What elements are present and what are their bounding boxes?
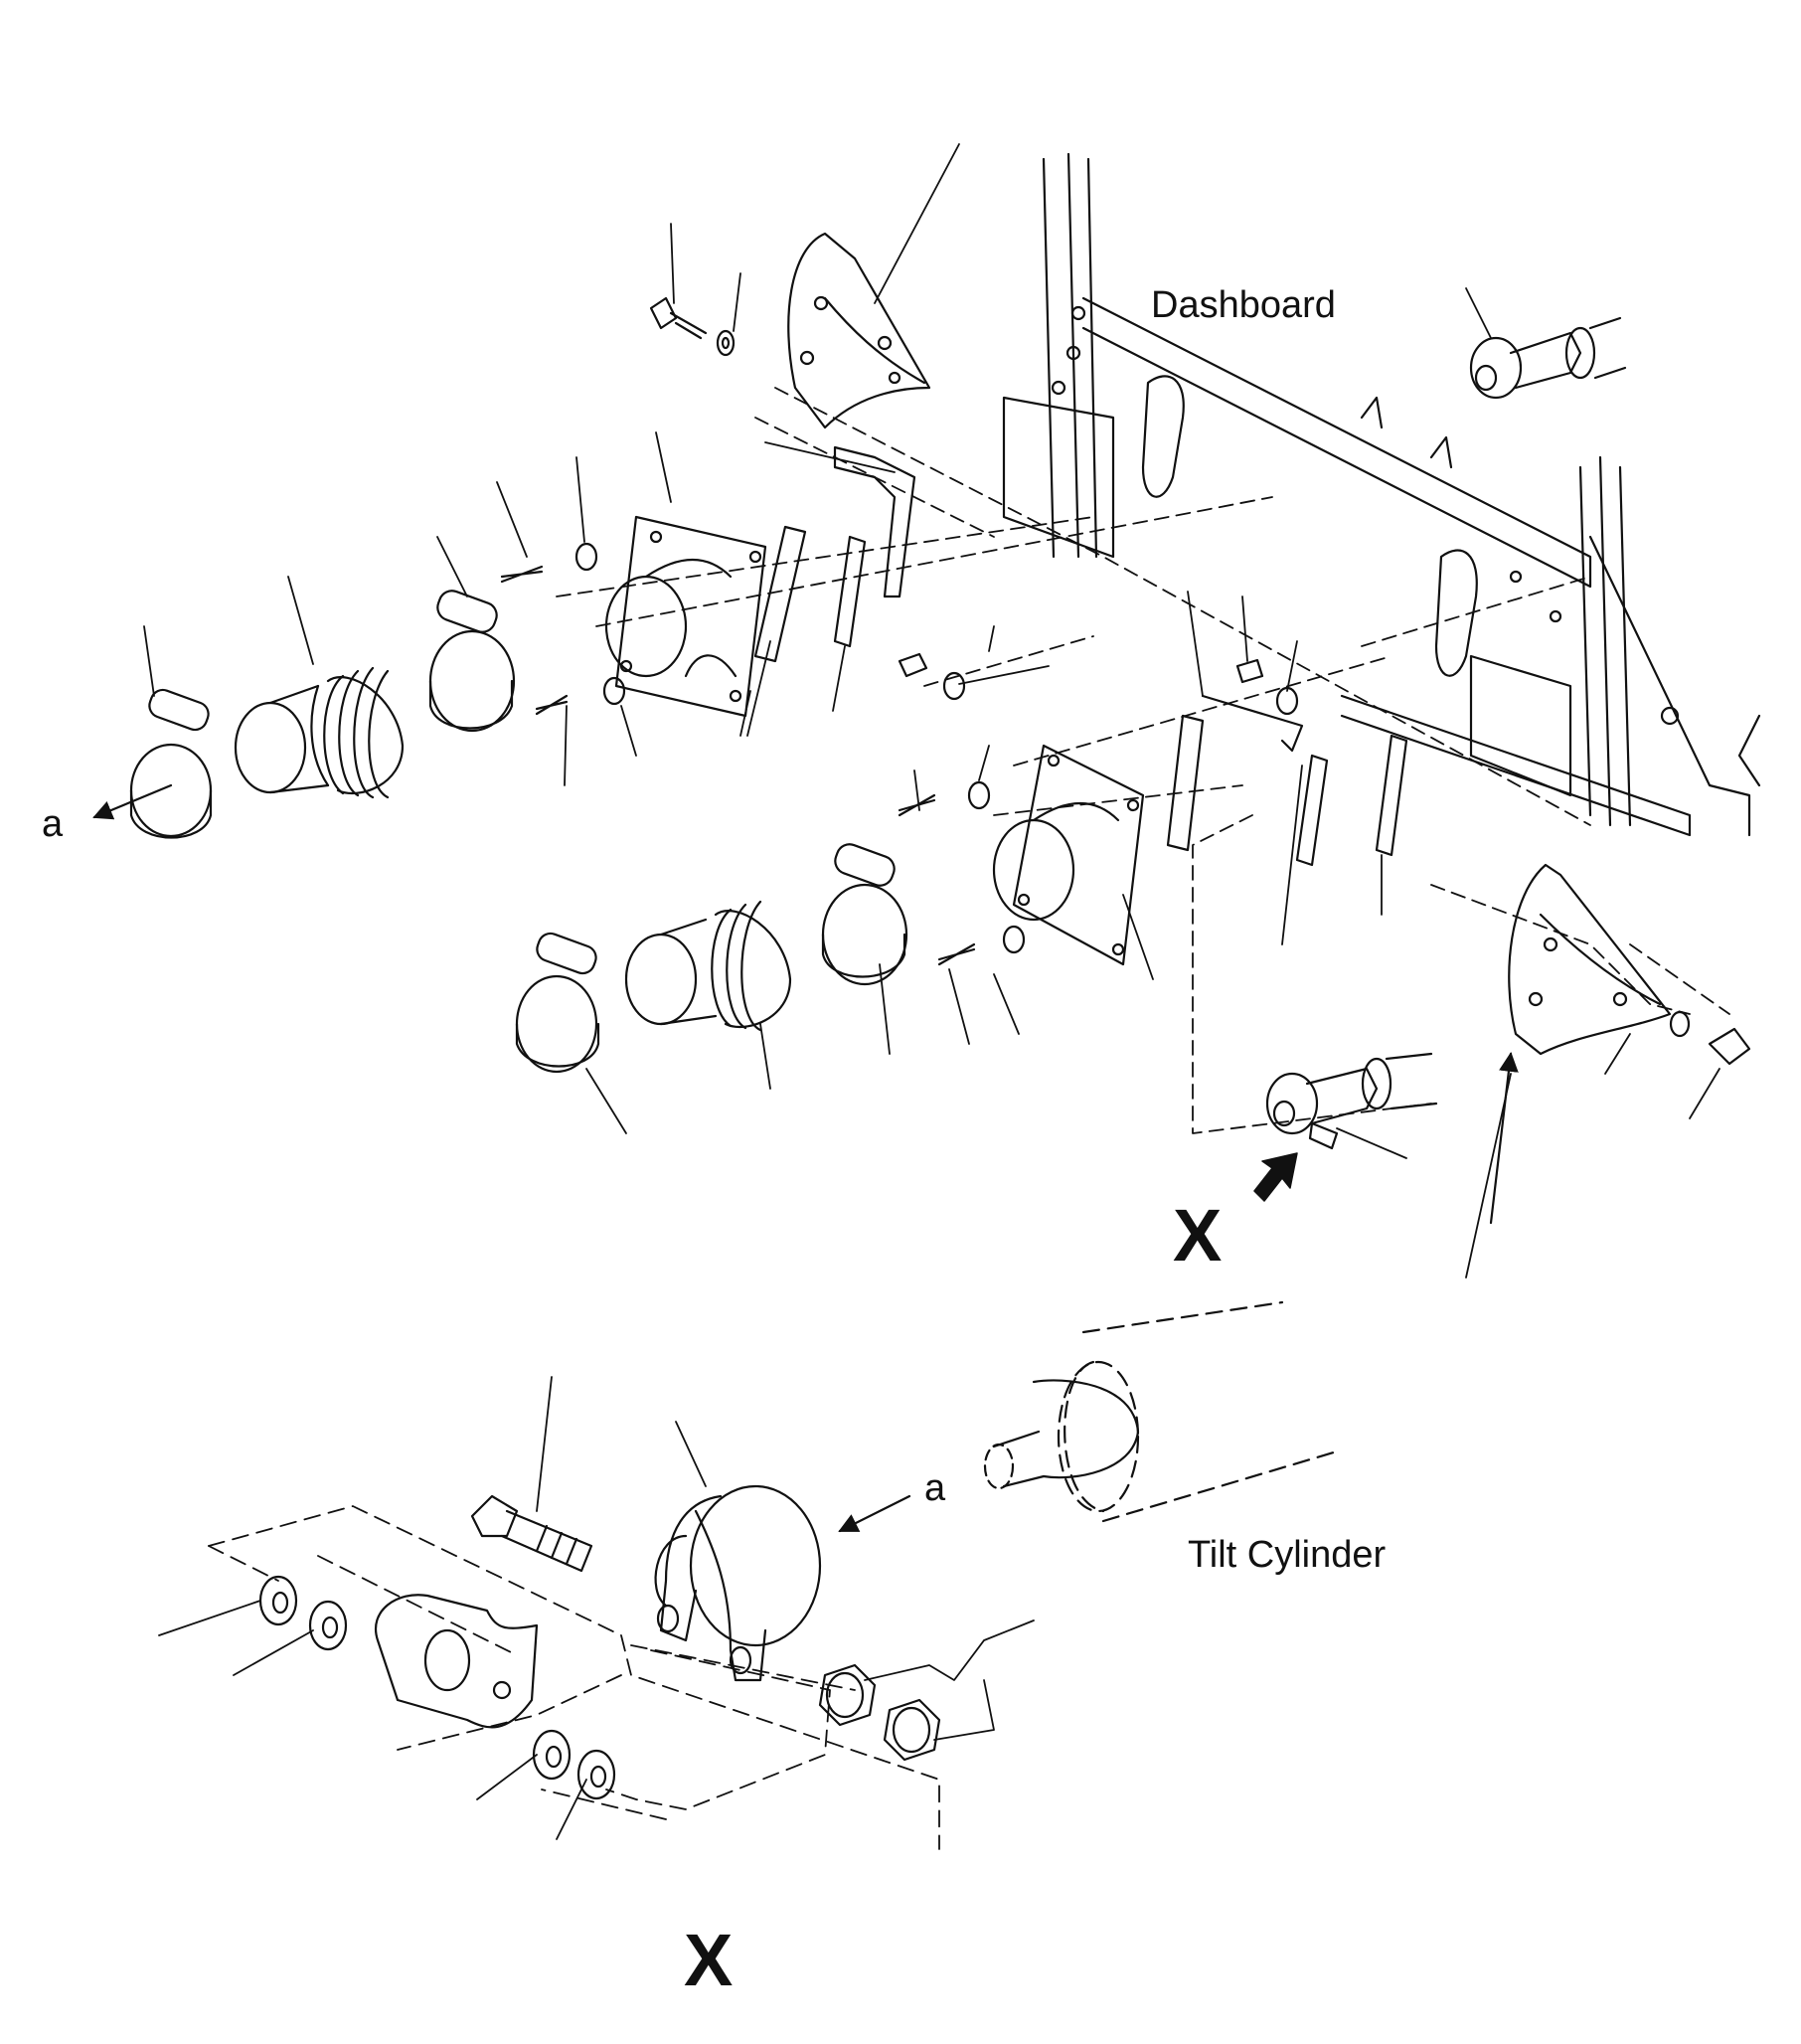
dashboard-frame (1002, 152, 1761, 837)
upper-row-components (129, 445, 966, 839)
arrow-a-label-detail: a (924, 1467, 946, 1509)
detail-x-label: X (684, 1919, 734, 2001)
arrow-a-label-left: a (42, 803, 64, 845)
lower-right-side-plate (1508, 863, 1751, 1066)
upper-left-side-plate (787, 232, 931, 429)
tilt-cylinder-label: Tilt Cylinder (1188, 1534, 1387, 1576)
leader-lines (143, 143, 1720, 1278)
dashboard-label: Dashboard (1151, 284, 1336, 326)
upper-arrows (92, 783, 1519, 1225)
lower-row-components (515, 658, 1408, 1074)
upper-bolt (649, 296, 736, 357)
view-x-label: X (1173, 1194, 1223, 1277)
middle-ball-joint (1265, 1052, 1438, 1150)
top-right-ball-joint (1469, 316, 1627, 400)
detail-view-x (158, 1300, 1339, 1850)
view-x-arrow-icon (1253, 1152, 1298, 1202)
assembly-dashed-lines (556, 387, 1730, 1134)
